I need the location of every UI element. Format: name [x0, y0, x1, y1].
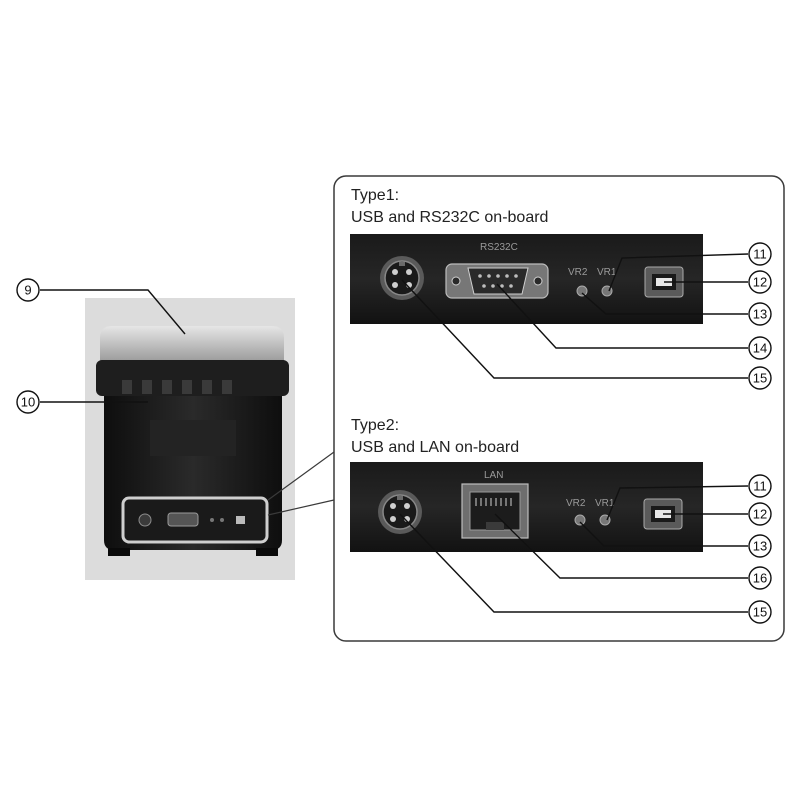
- callout-9-number: 9: [24, 283, 31, 298]
- type1-vr1-label: VR1: [597, 267, 617, 278]
- hinge-slots: [122, 380, 232, 394]
- type2-vr1-label: VR1: [595, 498, 615, 509]
- type1-port-photo: RS232C VR2 VR1: [350, 234, 703, 324]
- vr-dot-small-2: [220, 518, 224, 522]
- type2-title: Type2:: [351, 417, 399, 434]
- type2-subtitle: USB and LAN on-board: [351, 439, 519, 456]
- serial-port-small: [167, 512, 199, 527]
- type2-callout-15: 15: [399, 513, 772, 624]
- type2-callout-15-number: 15: [753, 605, 767, 620]
- type1-subtitle: USB and RS232C on-board: [351, 209, 548, 226]
- printer-label-recess: [150, 420, 236, 456]
- callout-10: 10: [16, 390, 148, 414]
- lan-port: LAN: [461, 470, 529, 539]
- type2-callout-11: 11: [606, 474, 772, 521]
- type2-callout-13: 13: [579, 521, 772, 558]
- type1-callout-12: 12: [664, 270, 772, 294]
- lan-label: LAN: [484, 470, 503, 481]
- rs232c-port: RS232C: [445, 242, 549, 299]
- type1-title: Type1:: [351, 187, 399, 204]
- type1-callout-11-number: 11: [753, 247, 767, 262]
- printer-foot-right: [256, 548, 278, 556]
- type1-callout-13-number: 13: [753, 307, 767, 322]
- type2-callout-12-number: 12: [753, 507, 767, 522]
- zoom-connector-bottom: [267, 499, 335, 516]
- type1-callout-15-number: 15: [753, 371, 767, 386]
- type2-callout-13-number: 13: [753, 539, 767, 554]
- type1-callout-12-number: 12: [753, 275, 767, 290]
- callout-9: 9: [16, 278, 186, 335]
- usb-port-small: [236, 516, 245, 524]
- type1-callout-13: 13: [581, 292, 772, 326]
- printer-cover: [100, 326, 284, 362]
- mini-din-port: [380, 256, 424, 300]
- type2-callout-16-number: 16: [753, 571, 767, 586]
- mini-din-port-small: [138, 513, 152, 527]
- printer-photo: [85, 298, 335, 580]
- type2-port-photo: LAN VR2 VR1: [350, 462, 703, 552]
- type2-callout-11-number: 11: [753, 479, 767, 494]
- printer-foot-left: [108, 548, 130, 556]
- type1-vr2-label: VR2: [568, 267, 588, 278]
- type1-callout-11: 11: [608, 242, 772, 292]
- type2-vr2-knob: [574, 514, 586, 526]
- vr-dot-small-1: [210, 518, 214, 522]
- type2-vr2-label: VR2: [566, 498, 586, 509]
- type2-callout-12: 12: [663, 502, 772, 526]
- type1-callout-14-number: 14: [753, 341, 767, 356]
- type1-callout-15: 15: [401, 279, 772, 390]
- type2-callout-16: 16: [494, 513, 772, 590]
- type1-vr2-knob: [576, 285, 588, 297]
- rs232c-label: RS232C: [480, 242, 518, 253]
- type1-callout-14: 14: [496, 283, 772, 360]
- type2-mini-din-port: [378, 490, 422, 534]
- zoom-connector-top: [267, 451, 335, 501]
- callout-10-number: 10: [21, 395, 35, 410]
